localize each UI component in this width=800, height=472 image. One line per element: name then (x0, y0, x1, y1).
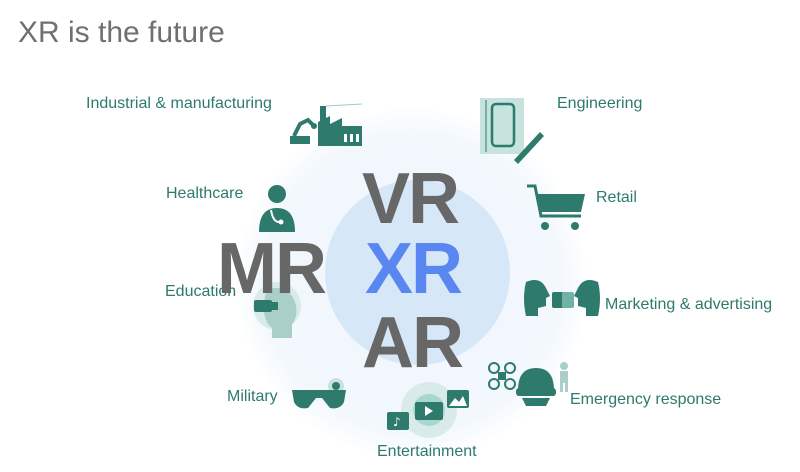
ar-text: AR (362, 303, 464, 383)
factory-icon (290, 103, 363, 146)
doctor-icon (259, 185, 295, 232)
entertainment-label: Entertainment (377, 443, 477, 460)
xr-text: XR (365, 229, 463, 309)
mr-text: MR (217, 229, 327, 309)
military-label: Military (227, 388, 278, 405)
retail-label: Retail (596, 189, 637, 206)
vr-headset-student-icon (253, 282, 301, 338)
phone-ruler-icon (480, 98, 544, 164)
drone-helmet-icon (488, 362, 568, 406)
media-icon: ♪ (387, 382, 469, 438)
emergency-label: Emergency response (570, 391, 722, 408)
inner-circle (325, 180, 510, 365)
healthcare-label: Healthcare (166, 185, 244, 202)
slide-title: XR is the future (18, 16, 225, 49)
shopping-cart-icon (527, 184, 585, 230)
ar-glasses-icon (292, 378, 346, 409)
engineering-label: Engineering (557, 95, 643, 112)
industrial-label: Industrial & manufacturing (86, 95, 272, 112)
marketing-label: Marketing & advertising (605, 296, 773, 313)
education-label: Education (165, 283, 237, 300)
svg-text:♪: ♪ (393, 415, 401, 429)
vr-text: VR (362, 159, 460, 239)
conversation-icon (524, 280, 600, 316)
